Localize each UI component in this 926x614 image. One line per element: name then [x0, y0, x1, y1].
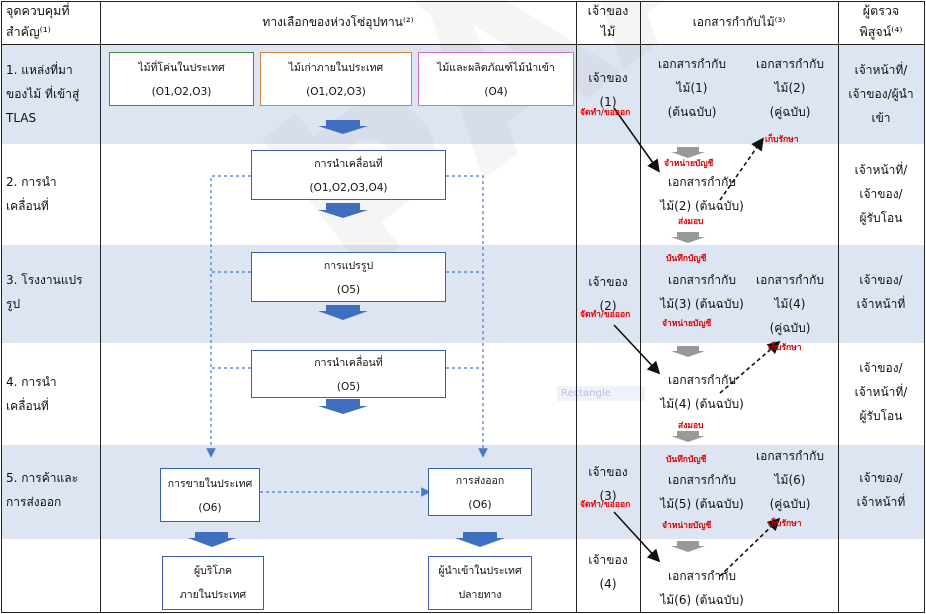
- verifier-row-3: เจ้าของ/ เจ้าหน้าที่: [856, 273, 906, 311]
- note-record-1: บันทึกบัญชี: [666, 254, 707, 264]
- owner-3: เจ้าของ (3): [588, 465, 628, 503]
- doc-timber-6-copy: เอกสารกำกับ ไม้(6) (คู่ฉบับ): [756, 449, 824, 511]
- row-label-1: 1. แหล่งที่มา ของไม้ ที่เข้าสู่ TLAS: [6, 63, 80, 125]
- dashed-left-branch: [206, 175, 251, 458]
- grey-arrow-3: [671, 346, 705, 357]
- grey-arrow-2: [671, 232, 705, 243]
- owner-4: เจ้าของ (4): [588, 553, 628, 591]
- doc-timber-4-copy: เอกสารกำกับ ไม้(4) (คู่ฉบับ): [756, 273, 824, 335]
- box-imported-timber: ไม้และผลิตภัณฑ์ไม้นำเข้า (O4): [418, 52, 574, 106]
- doc-timber-3-original: เอกสารกำกับ ไม้(3) (ต้นฉบับ): [660, 273, 744, 311]
- note-issue-1: จัดทำ/ขอออก: [580, 108, 631, 118]
- note-dispose-3: จำหน่ายบัญชี: [662, 521, 712, 531]
- box-domestic-felled-timber: ไม้ที่โค่นในประเทศ (O1,O2,O3): [109, 52, 254, 106]
- block-arrow-4: [318, 399, 368, 414]
- note-keep-3: เก็บรักษา: [768, 519, 802, 529]
- owner-2: เจ้าของ (2): [588, 275, 628, 313]
- note-deliver-2: ส่งมอบ: [678, 421, 704, 431]
- doc-timber-5-original: เอกสารกำกับ ไม้(5) (ต้นฉบับ): [660, 473, 744, 511]
- header-verifier: ผู้ตรวจ พิสูจน์⁽⁴⁾: [859, 3, 903, 39]
- row-label-2: 2. การนำ เคลื่อนที่: [6, 175, 57, 213]
- verifier-row-4: เจ้าของ/ เจ้าหน้าที่/ ผู้รับโอน: [854, 361, 908, 423]
- box-domestic-sale: การขายในประเทศ (O6): [160, 468, 260, 522]
- note-deliver-1: ส่งมอบ: [678, 217, 704, 227]
- issue-arrow-3: [613, 511, 661, 563]
- issue-arrow-1: [613, 107, 660, 173]
- grey-arrow-5: [671, 541, 705, 552]
- note-issue-2: จัดทำ/ขอออก: [580, 310, 631, 320]
- keep-arrow-1: [719, 137, 764, 201]
- row-band-3: [1, 245, 924, 343]
- box-domestic-consumer: ผู้บริโภค ภายในประเทศ: [162, 556, 264, 610]
- owner-1: เจ้าของ (1): [588, 71, 628, 109]
- grey-arrow-1: [671, 147, 705, 158]
- note-record-2: บันทึกบัญชี: [666, 455, 707, 465]
- box-export: การส่งออก (O6): [428, 468, 532, 516]
- keep-arrow-2: [719, 340, 781, 394]
- doc-timber-2-original: เอกสารกำกับ ไม้(2) (ต้นฉบับ): [660, 175, 744, 213]
- row-label-3: 3. โรงงานแปร รูป: [6, 273, 83, 311]
- block-arrow-6: [455, 532, 505, 547]
- block-arrow-3: [318, 305, 368, 320]
- box-processing: การแปรรูป (O5): [251, 252, 446, 302]
- block-arrow-2: [318, 203, 368, 218]
- doc-timber-4-original: เอกสารกำกับ ไม้(4) (ต้นฉบับ): [660, 373, 744, 411]
- box-destination-importer: ผู้นำเข้าในประเทศ ปลายทาง: [428, 556, 532, 610]
- note-issue-3: จัดทำ/ขอออก: [580, 500, 631, 510]
- row-label-4: 4. การนำ เคลื่อนที่: [6, 375, 57, 413]
- note-keep-2: เก็บรักษา: [768, 343, 802, 353]
- header-documents: เอกสารกำกับไม้⁽³⁾: [692, 15, 786, 29]
- verifier-row-5: เจ้าของ/ เจ้าหน้าที่: [856, 471, 906, 509]
- doc-timber-1-original: เอกสารกำกับ ไม้(1) (ต้นฉบับ): [658, 57, 726, 119]
- header-owner: เจ้าของ ไม้: [587, 3, 629, 39]
- header-control-points: จุดควบคุมที่ สำคัญ⁽¹⁾: [6, 3, 70, 39]
- issue-arrow-2: [613, 324, 661, 375]
- verifier-row-2: เจ้าหน้าที่/ เจ้าของ/ ผู้รับโอน: [854, 163, 908, 225]
- block-arrow-1: [318, 120, 368, 134]
- box-movement-2: การนำเคลื่อนที่ (O5): [251, 350, 446, 398]
- box-movement-1: การนำเคลื่อนที่ (O1,O2,O3,O4): [251, 150, 446, 200]
- box-domestic-old-timber: ไม้เก่าภายในประเทศ (O1,O2,O3): [260, 52, 412, 106]
- block-arrow-5: [188, 532, 236, 547]
- note-keep-1: เก็บรักษา: [765, 135, 799, 145]
- note-dispose-2: จำหน่ายบัญชี: [662, 319, 712, 329]
- dashed-right-branch: [446, 175, 488, 458]
- header-supply-chain: ทางเลือกของห่วงโซ่อุปทาน⁽²⁾: [262, 15, 414, 29]
- verifier-row-1: เจ้าหน้าที่/ เจ้าของ/ผู้นำ เข้า: [848, 63, 914, 125]
- doc-timber-6-original: เอกสารกำกับ ไม้(6) (ต้นฉบับ): [660, 569, 744, 607]
- doc-timber-2-copy: เอกสารกำกับ ไม้(2) (คู่ฉบับ): [756, 57, 824, 119]
- note-dispose-1: จำหน่ายบัญชี: [664, 159, 714, 169]
- grey-arrow-4: [671, 431, 705, 442]
- row-label-5: 5. การค้าและ การส่งออก: [6, 471, 79, 509]
- faint-rectangle-label: Rectangle: [557, 386, 645, 401]
